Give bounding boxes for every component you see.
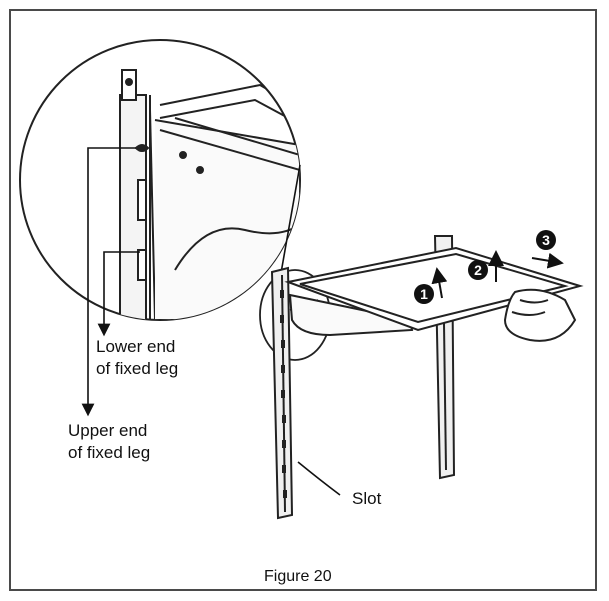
lower-end-label-line2: of fixed leg xyxy=(96,359,179,378)
upper-end-label: Upper end of fixed leg xyxy=(68,420,150,464)
step-1-badge: 1 xyxy=(414,284,434,304)
main-assembly xyxy=(270,235,584,520)
figure-caption: Figure 20 xyxy=(264,568,332,585)
slot-label: Slot xyxy=(352,489,382,508)
magnified-detail xyxy=(19,39,301,321)
step-arrows xyxy=(431,250,564,299)
upper-end-label-line1: Upper end xyxy=(68,421,148,440)
step-2-badge: 2 xyxy=(468,260,488,280)
upper-end-label-line2: of fixed leg xyxy=(68,443,151,462)
lower-end-label-line1: Lower end xyxy=(96,337,176,356)
slot-leader-line xyxy=(297,461,341,496)
lower-end-label: Lower end of fixed leg xyxy=(96,336,178,380)
figure-frame xyxy=(9,9,597,591)
step-3-badge: 3 xyxy=(536,230,556,250)
